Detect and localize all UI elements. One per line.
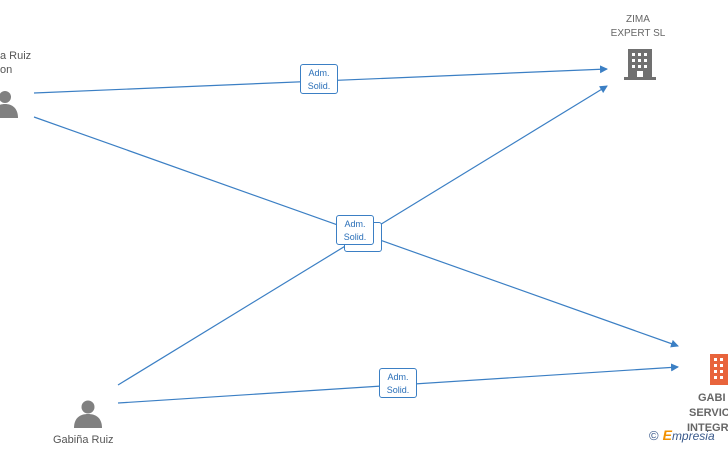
empresia-watermark: ©Empresia: [649, 427, 715, 443]
company-gabi-label-line2: SERVIC: [689, 407, 728, 419]
building-icon-gabi[interactable]: [710, 354, 728, 385]
person-top-label-line1: a Ruiz: [0, 50, 32, 62]
relation-role-line1: Adm.: [308, 68, 330, 78]
company-gabi-label-line1: GABI: [698, 392, 726, 404]
company-zima-label-line2: EXPERT SL: [610, 28, 666, 39]
person-top-label: a Ruiz on: [0, 49, 31, 77]
brand-initial: E: [662, 427, 672, 443]
relation-box-bottom[interactable]: Adm. Solid.: [379, 368, 417, 398]
person-icon-top[interactable]: [0, 91, 18, 118]
brand-name: mpresia: [671, 429, 715, 443]
relation-role-line1: Adm.: [344, 219, 366, 229]
company-zima-label-line1: ZIMA: [626, 14, 650, 25]
relation-box-middle[interactable]: Adm. Solid.: [336, 215, 374, 245]
person-top-label-line2: on: [0, 64, 13, 76]
copyright-symbol: ©: [649, 428, 659, 443]
building-icon-zima[interactable]: [624, 49, 656, 80]
relation-role-line1: Adm.: [387, 372, 409, 382]
relation-role-line2: Solid.: [343, 232, 367, 242]
relation-role-line2: Solid.: [307, 81, 331, 91]
person-bottom-label: Gabiña Ruiz: [53, 434, 114, 446]
person-icon-bottom[interactable]: [74, 400, 102, 429]
relation-role-line2: Solid.: [386, 385, 410, 395]
relation-box-top[interactable]: Adm. Solid.: [300, 64, 338, 94]
company-zima-label: ZIMA EXPERT SL: [598, 13, 678, 41]
